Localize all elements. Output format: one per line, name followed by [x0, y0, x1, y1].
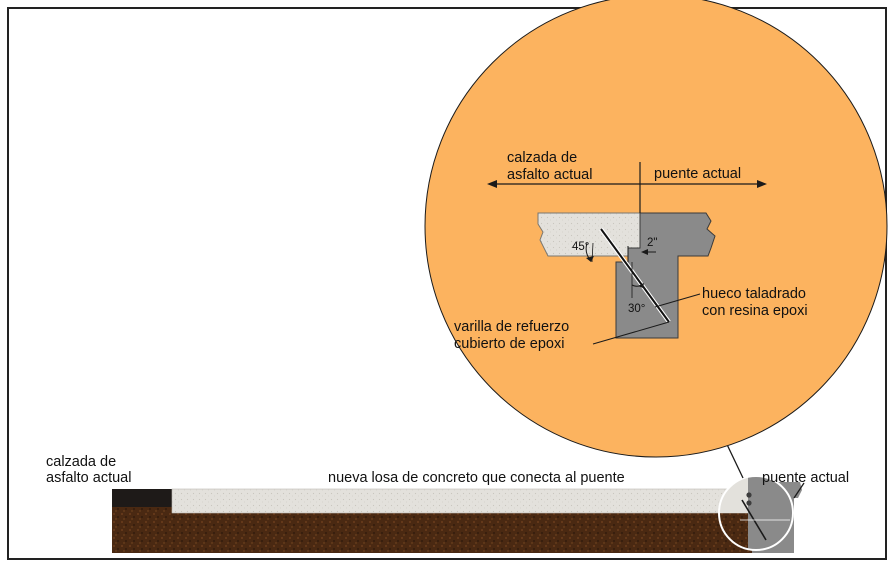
- cross-section: [112, 475, 802, 553]
- rebar-label-line1: varilla de refuerzo: [454, 319, 569, 335]
- asphalt-layer: [112, 489, 172, 507]
- asphalt-arrow-head: [487, 180, 497, 188]
- gap-2in-label: 2": [647, 237, 657, 249]
- section-bridge-label: puente actual: [762, 470, 849, 486]
- section-asphalt-label-line1: calzada de: [46, 454, 116, 470]
- section-slab-label: nueva losa de concreto que conecta al pu…: [328, 470, 625, 486]
- bridge-deck: [748, 482, 802, 498]
- gap-arrow-head: [641, 249, 648, 255]
- drilled-hole-label-line1: hueco taladrado: [702, 286, 806, 302]
- angle-45-label: 45°: [572, 241, 589, 253]
- angle-30-label: 30°: [628, 303, 645, 315]
- drilled-hole-label-line2: con resina epoxi: [702, 303, 808, 319]
- drilled-hole-leader: [654, 293, 701, 308]
- callout-leader-right: [793, 482, 805, 499]
- angle-30-arrow: [638, 283, 644, 288]
- angle-45-reference: [591, 242, 594, 263]
- detail-asphalt-label-line1: calzada de: [507, 150, 577, 166]
- detail-view: calzada de asfalto actual puente actual …: [424, 0, 888, 458]
- new-concrete-slab: [171, 488, 755, 514]
- detail-asphalt-label-line2: asfalto actual: [507, 167, 592, 183]
- section-asphalt-label-line2: asfalto actual: [46, 470, 131, 486]
- rebar-label-line2: cubierto de epoxi: [454, 336, 564, 352]
- rebar-leader: [592, 321, 670, 345]
- bridge-arrow-head: [757, 180, 767, 188]
- detail-bridge-label: puente actual: [654, 166, 741, 182]
